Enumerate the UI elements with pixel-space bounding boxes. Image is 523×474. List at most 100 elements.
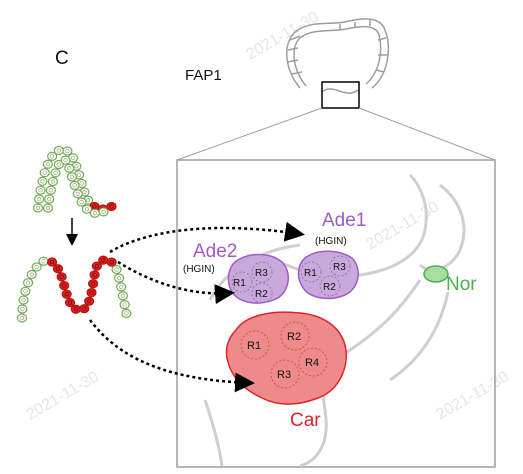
crypt-bottom-cell — [18, 295, 29, 305]
zoom-box — [321, 81, 360, 109]
crypt-bottom-cell-nucleus — [114, 267, 119, 272]
crypt-top-cell — [98, 207, 109, 217]
crypt-top-cell — [47, 151, 58, 161]
magnified-panel — [176, 159, 496, 468]
crypt-bottom-cell — [31, 262, 42, 272]
adenoma1-lesion — [297, 250, 359, 300]
crypt-bottom-cell — [117, 291, 129, 301]
crypt-bottom-cell-nucleus — [19, 315, 25, 321]
crypt-bottom-cell — [38, 256, 49, 266]
crypt-bottom-cell — [91, 261, 102, 271]
crypt-top-cell — [47, 176, 59, 187]
zoom-line-right — [358, 107, 496, 161]
crypt-bottom-cell — [22, 278, 34, 288]
crypt-top-cell — [42, 203, 54, 213]
crypt-top-cell-nucleus — [79, 199, 84, 205]
crypt-top-cell — [106, 201, 117, 212]
gene-label: FAP1 — [185, 67, 222, 84]
crypt-bottom-cell-nucleus — [89, 290, 94, 295]
crypt-bottom-cell — [116, 282, 127, 292]
crypt-bottom-cell — [64, 297, 76, 308]
carcinoma-region-label-r4: R4 — [305, 357, 319, 369]
crypt-top-cell — [32, 203, 44, 213]
crypt-top-cell — [37, 176, 48, 186]
crypt-bottom-cell-nucleus — [55, 266, 61, 271]
crypt-top-cell — [45, 185, 56, 195]
crypt-bottom-cell-nucleus — [82, 306, 87, 311]
crypt-bottom-cell — [119, 299, 130, 310]
crypt-top-cell — [69, 180, 80, 191]
crypt-top-cell-nucleus — [50, 179, 56, 184]
crypt-top-cell — [81, 204, 93, 214]
crypt-top-cell-nucleus — [40, 179, 45, 184]
watermark-date-mid: 2021-11-30 — [364, 198, 442, 253]
crypt-top-cell-nucleus — [65, 148, 70, 154]
crypt-bottom-cell-nucleus — [91, 281, 96, 286]
crypt-bottom-cell — [16, 313, 28, 323]
crypt-bottom-cell — [61, 289, 72, 299]
panel-letter: C — [55, 48, 69, 69]
crypt-bottom-cell — [52, 264, 64, 274]
crypt-bottom-cell — [56, 272, 67, 282]
crypt-top-cell-nucleus — [84, 207, 90, 212]
crypt-top-cell — [72, 189, 83, 199]
crypt-bottom-cell-nucleus — [119, 284, 124, 290]
crypt-bottom-cell-nucleus — [124, 311, 129, 316]
zoom-line-left — [176, 107, 323, 161]
crypt-top-cell-nucleus — [79, 181, 84, 186]
adenoma1-region-label-r3: R3 — [333, 262, 346, 273]
crypt-top-cell-nucleus — [109, 204, 114, 209]
arrow-to-carcinoma — [89, 319, 255, 393]
crypt-bottom-cell — [17, 304, 28, 314]
crypt-bottom-cell-nucleus — [59, 274, 64, 280]
watermark-date-top: 2021-11-30 — [244, 8, 322, 63]
adenoma2-grade: (HGIN) — [183, 264, 215, 275]
crypt-bottom-cell-nucleus — [67, 300, 73, 305]
crypt-top-cell-nucleus — [67, 166, 72, 171]
crypt-top-cell — [50, 168, 61, 178]
crypt-top-cell-nucleus — [70, 155, 76, 160]
carcinoma-region-label-r1: R1 — [247, 340, 261, 352]
adenoma1-name: Ade1 — [322, 210, 366, 231]
crypt-bottom-cell-nucleus — [94, 264, 99, 269]
crypt-top-cell-nucleus — [37, 196, 42, 202]
crypt-bottom-cell-nucleus — [73, 307, 78, 312]
crypt-top-cell — [42, 159, 53, 169]
adenoma2-region-r3 — [251, 261, 273, 283]
adenoma1-grade: (HGIN) — [315, 236, 347, 247]
carcinoma-region-r3 — [270, 359, 300, 389]
adenoma1-region-r2 — [319, 275, 341, 297]
crypt-top-cell — [64, 163, 75, 173]
crypt-top-cell-nucleus — [101, 209, 106, 215]
crypt-bottom-cell — [98, 255, 109, 265]
adenoma1-region-label-r2: R2 — [323, 282, 336, 293]
crypt-bottom-cell-nucleus — [25, 280, 31, 285]
crypt-bottom-cell-nucleus — [64, 292, 69, 297]
crypt-bottom-cell-nucleus — [23, 289, 28, 294]
carcinoma-region-label-r2: R2 — [287, 331, 301, 343]
crypt-bottom-cell — [88, 279, 99, 289]
crypt-top-cell — [89, 208, 100, 218]
crypt-bottom-cell — [84, 296, 95, 306]
adenoma2-lesion — [227, 253, 289, 304]
crypt-bottom-cell-nucleus — [21, 297, 26, 303]
watermark-date-right: 2021-11-30 — [434, 368, 512, 423]
crypt-top-cell — [39, 168, 50, 178]
crypt-top-cell — [60, 155, 71, 165]
crypt-top-cell-nucleus — [72, 183, 77, 188]
crypt-bottom-cell — [121, 308, 132, 318]
carcinoma-lesion — [225, 311, 347, 405]
adenoma1-region-r1 — [300, 261, 322, 283]
crypt-bottom-cell-nucleus — [49, 259, 55, 265]
crypt-top-cell-nucleus — [76, 172, 82, 177]
crypt-top-cell — [53, 145, 64, 156]
crypt-top-cell — [66, 172, 78, 182]
crypt-top-cell-nucleus — [35, 205, 41, 211]
crypt-top-cell-nucleus — [48, 188, 53, 193]
crypt-top-cell-nucleus — [92, 211, 97, 216]
crypt-bottom-cell — [106, 257, 117, 267]
crypt-top-cell — [76, 197, 87, 207]
crypt-bottom-cell-nucleus — [120, 293, 126, 298]
adenoma2-region-r2 — [251, 282, 273, 304]
carcinoma-region-r4 — [298, 347, 328, 377]
